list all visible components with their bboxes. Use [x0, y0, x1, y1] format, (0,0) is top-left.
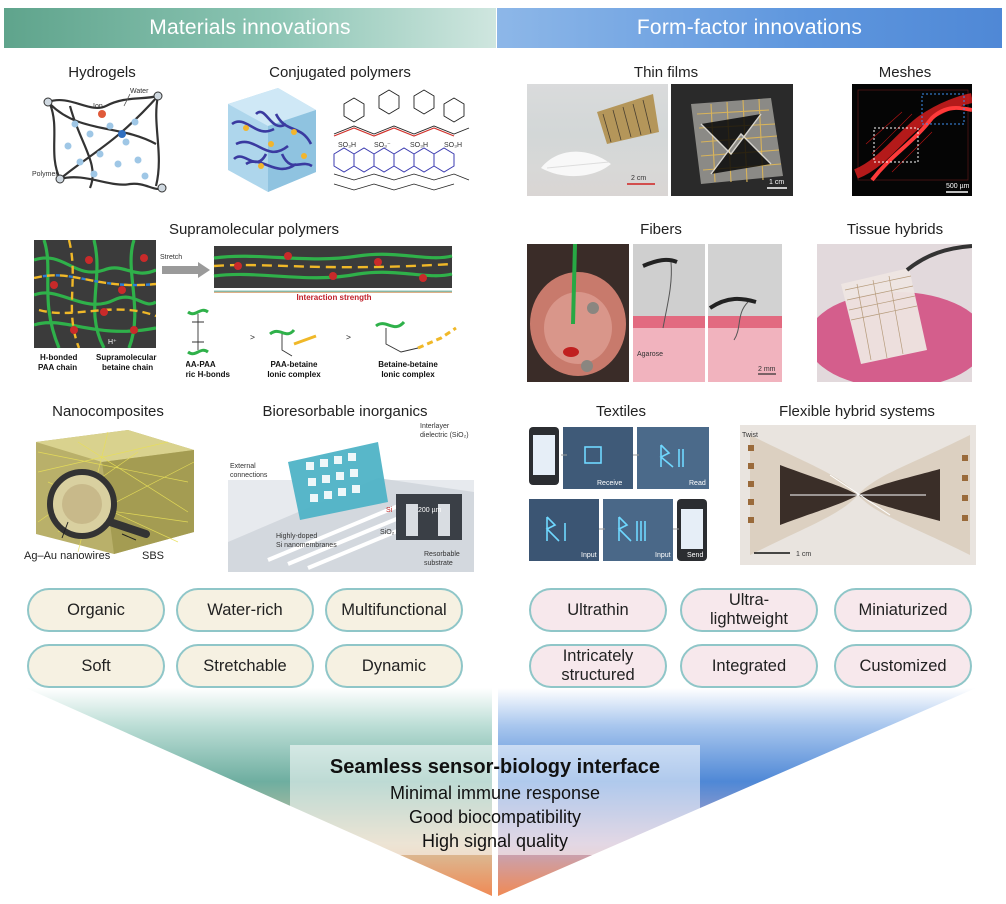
nanocomposites-title: Nanocomposites [52, 403, 164, 420]
bioresorbable-inorganics-title: Bioresorbable inorganics [262, 403, 428, 420]
materials-innovations-banner: Materials innovations [4, 8, 496, 48]
betaine-label-line2: betaine chain [102, 363, 153, 372]
hydrogel-water-label: Water [130, 88, 149, 95]
thin-film-crumpled-photo: 1 cm [671, 84, 793, 196]
supramolecular-network-image: H⁺ [34, 240, 156, 348]
sio2-label: SiO₂ [380, 529, 395, 536]
nanocomposite-cube-image: Ag–Au nanowires SBS [24, 430, 195, 562]
betaine-label-line1: Supramolecular [96, 353, 156, 362]
property-organic: Organic [27, 588, 165, 632]
sbs-label: SBS [142, 550, 164, 562]
receive-label: Receive [597, 480, 622, 487]
mesh-scale-label: 500 µm [946, 183, 970, 190]
sensor-biology-interface-box: Seamless sensor-biology interface Minima… [290, 745, 700, 855]
conjugated-polymer-cube [228, 88, 316, 192]
input-label-2: Input [655, 552, 671, 559]
property-ultra-lightweight: Ultra-lightweight [680, 588, 818, 632]
property-customized: Customized [834, 644, 972, 688]
interaction-strength-label: Interaction strength [296, 293, 371, 302]
interlayer-label: Interlayer [420, 423, 450, 430]
interface-point-signal: High signal quality [421, 831, 569, 851]
form-factor-innovations-title: Form-factor innovations [636, 16, 863, 39]
property-ultrathin: Ultrathin [529, 588, 667, 632]
hbonded-label-line1: H-bonded [40, 353, 77, 362]
stretch-label: Stretch [160, 254, 182, 261]
external-connections-label-line2: connections [230, 472, 268, 479]
fiber-brain-photo [527, 244, 629, 382]
meshes-title: Meshes [878, 64, 932, 81]
fiber-agarose-photo-1: Agarose [633, 244, 705, 382]
betaine-betaine-label: Betaine-betaine [378, 360, 438, 369]
conjugated-polymer-structure: SO₃H SO₃⁻ SO₃H SO₃H [324, 84, 474, 196]
supramolecular-polymers-title: Supramolecular polymers [168, 221, 340, 238]
fiber-scale-label: 2 mm [758, 366, 776, 373]
so3-label-1: SO₃⁻ [374, 142, 391, 149]
tissue-hybrids-title: Tissue hybrids [846, 221, 944, 238]
property-dynamic: Dynamic [325, 644, 463, 688]
external-connections-label-line1: External [230, 463, 256, 470]
property-integrated: Integrated [680, 644, 818, 688]
so3h-label-3: SO₃H [444, 142, 462, 149]
textiles-title: Textiles [595, 403, 647, 420]
property-water-rich: Water-rich [176, 588, 314, 632]
si-label: Si [386, 507, 393, 514]
h-plus-label: H⁺ [108, 339, 117, 346]
micro-scale-label: 200 µm [418, 507, 442, 514]
gt-symbol-2: > [346, 332, 351, 342]
supramolecular-stretch-image: Stretch Interaction strength [160, 246, 453, 302]
dielectric-label: dielectric (SiO₂) [420, 432, 469, 439]
bioresorbable-device-image: Interlayer dielectric (SiO₂) External co… [228, 423, 474, 572]
read-label: Read [689, 480, 706, 487]
property-miniaturized: Miniaturized [834, 588, 972, 632]
tissue-hybrid-photo [817, 244, 972, 382]
interface-point-biocompatibility: Good biocompatibility [408, 807, 582, 827]
input-label-1: Input [581, 552, 597, 559]
hydrogels-title: Hydrogels [68, 64, 136, 81]
fibers-title: Fibers [640, 221, 682, 238]
hydrogel-polymer-label: Polymer [32, 171, 58, 178]
paa-paa-label: PAA-PAA [186, 360, 216, 369]
flexible-hybrid-systems-title: Flexible hybrid systems [779, 403, 935, 420]
materials-innovations-title: Materials innovations [149, 16, 351, 39]
fiber-agarose-photo-2: 2 mm [708, 244, 782, 382]
interface-title: Seamless sensor-biology interface [329, 756, 661, 778]
thin-film-feather-photo: 2 cm [527, 84, 668, 196]
so3h-label-2: SO₃H [410, 142, 428, 149]
resorbable-substrate-label-line2: substrate [424, 560, 453, 567]
textile-display-photos: Receive Read Input Input Send [529, 427, 709, 561]
agarose-label: Agarose [637, 351, 663, 358]
resorbable-substrate-label-line1: Resorbable [424, 551, 460, 558]
thin-film-scale-left: 2 cm [631, 175, 646, 182]
hydrogel-ion-label: Ion [93, 103, 103, 110]
property-soft: Soft [27, 644, 165, 688]
send-label: Send [687, 552, 703, 559]
paa-betaine-label: PAA-betaine [271, 360, 319, 369]
highly-doped-label-line1: Highly-doped [276, 533, 317, 540]
flexible-scale-label: 1 cm [796, 551, 811, 558]
interface-point-immune: Minimal immune response [389, 783, 601, 803]
ag-au-nanowires-label: Ag–Au nanowires [24, 550, 111, 562]
form-factor-innovations-banner: Form-factor innovations [497, 8, 1002, 48]
twist-label: Twist [742, 432, 758, 439]
supramolecular-complex-structures: > > PAA-PAA Dimeric H-bonds PAA-betaine … [186, 308, 457, 379]
hbonded-label-line2: PAA chain [38, 363, 77, 372]
so3h-label-1: SO₃H [338, 142, 356, 149]
conjugated-polymers-title: Conjugated polymers [269, 64, 411, 81]
hydrogel-network-diagram: Water Ion Polymer [32, 88, 167, 193]
thin-films-title: Thin films [633, 64, 699, 81]
paa-betaine-ionic-label: Ionic complex [267, 370, 321, 379]
betaine-betaine-ionic-label: Ionic complex [381, 370, 435, 379]
thin-film-scale-right: 1 cm [769, 179, 784, 186]
dimeric-hbonds-label: Dimeric H-bonds [186, 370, 231, 379]
flexible-hybrid-photo: Twist 1 cm [740, 425, 976, 565]
gt-symbol-1: > [250, 332, 255, 342]
supramolecular-legend: H-bonded PAA chain Supramolecular betain… [38, 353, 156, 372]
mesh-fluorescence-image: 500 µm [852, 84, 972, 196]
property-stretchable: Stretchable [176, 644, 314, 688]
highly-doped-label-line2: Si nanomembranes [276, 542, 337, 549]
property-multifunctional: Multifunctional [325, 588, 463, 632]
